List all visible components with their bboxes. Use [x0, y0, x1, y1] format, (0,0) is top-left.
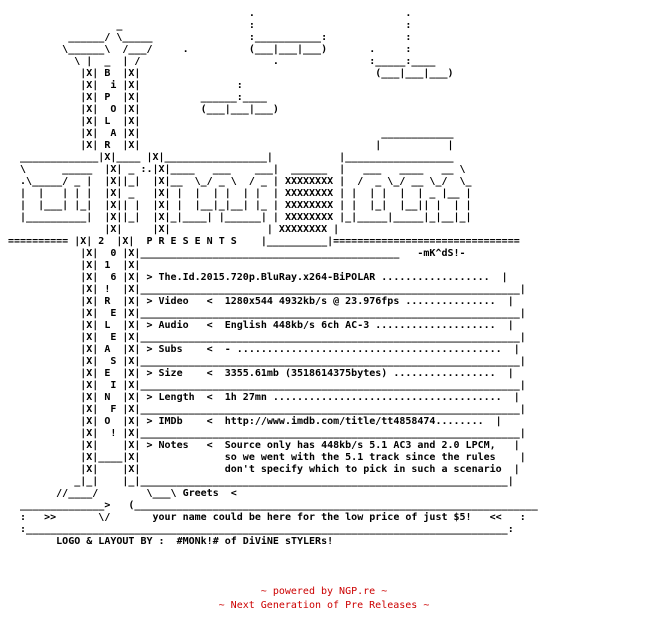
powered-by-text: ~ powered by NGP.re ~	[260, 586, 388, 597]
tagline-text: ~ Next Generation of Pre Releases ~	[218, 600, 430, 611]
footer: ~ powered by NGP.re ~ ~ Next Generation …	[0, 585, 648, 613]
nfo-ascii-art: . . _ : : ______/ \_____ :___________: :…	[8, 8, 538, 547]
